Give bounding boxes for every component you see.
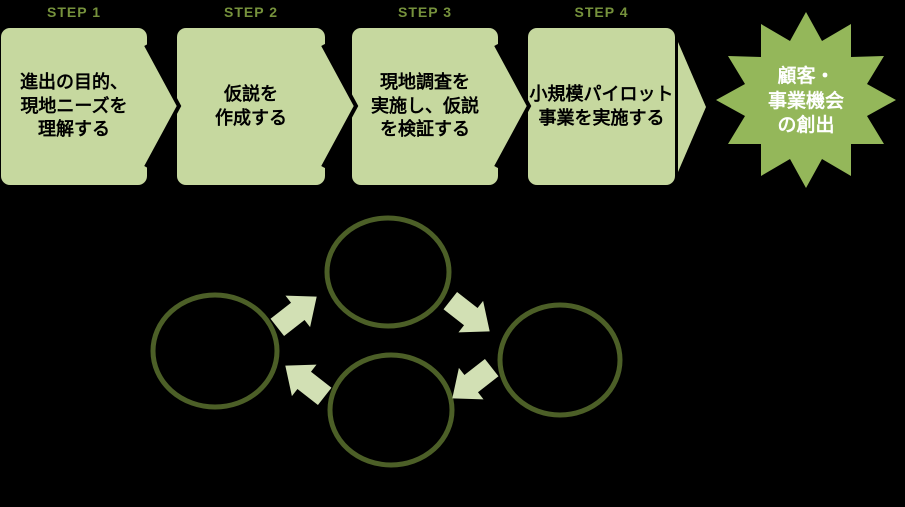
step2-box (177, 28, 325, 185)
step3-text: 現地調査を 実施し、仮説 を検証する (371, 71, 479, 140)
cycle-circle-top (324, 215, 452, 329)
arrow-tip-step1-step2 (144, 44, 182, 168)
step1-box (1, 28, 147, 185)
step3-box (352, 28, 498, 185)
cycle-circle-left (150, 292, 280, 410)
cycle-arrow-left-to-top-icon (270, 295, 317, 337)
step4-label: STEP 4 (574, 4, 629, 20)
cycle-arrow-top-to-right-icon (443, 291, 490, 333)
cycle-circle-bottom (327, 352, 455, 468)
step4-box (528, 28, 675, 185)
result-text: 顧客・ 事業機会 の創出 (767, 65, 844, 137)
step1-label: STEP 1 (47, 4, 101, 20)
cycle-arrow-right-to-bottom-icon (452, 358, 499, 400)
step1-text: 進出の目的、 現地ニーズを 理解する (20, 71, 128, 140)
step2-label: STEP 2 (224, 4, 278, 20)
cycle-arrow-bottom-to-left-icon (285, 364, 332, 406)
step4-text: 小規模パイロット 事業を実施する (529, 83, 674, 128)
arrow-tip-step4-result (678, 42, 706, 172)
arrow-tip-step2-step3 (321, 44, 359, 168)
step2-text: 仮説を 作成する (215, 83, 287, 128)
arrow-tip-step3-step4 (494, 44, 532, 168)
step3-label: STEP 3 (398, 4, 452, 20)
cycle-circle-right (497, 302, 623, 418)
result-starburst (716, 12, 896, 188)
